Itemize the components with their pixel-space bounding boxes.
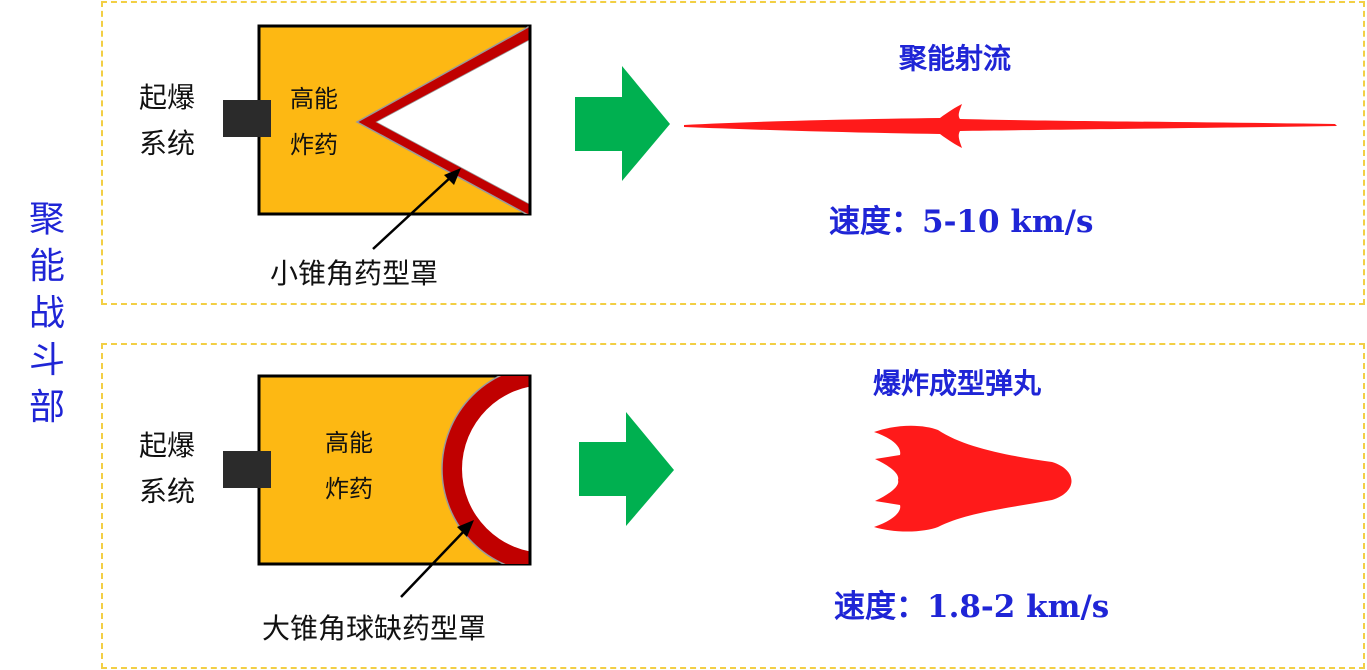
pointer-arrow-icon bbox=[444, 168, 461, 185]
side-title-char: 战 bbox=[28, 293, 65, 334]
liner-label: 大锥角球缺药型罩 bbox=[262, 612, 487, 645]
shaped-jet bbox=[684, 104, 1337, 148]
side-title: 聚 能 战 斗 部 bbox=[24, 196, 70, 431]
shaped-jet-panel bbox=[101, 1, 1365, 305]
charge-label: 高能炸药 bbox=[290, 85, 338, 159]
small-cone-liner bbox=[355, 26, 530, 214]
detonator-label: 起爆系统 bbox=[139, 429, 196, 508]
pointer-arrow-icon bbox=[457, 520, 474, 537]
efp-panel bbox=[101, 343, 1365, 669]
side-title-char: 部 bbox=[28, 387, 65, 428]
result-title: 爆炸成型弹丸 bbox=[873, 367, 1042, 400]
explosively-formed-projectile bbox=[874, 425, 1072, 532]
side-title-char: 能 bbox=[28, 246, 65, 287]
detonator-block-icon bbox=[223, 100, 271, 137]
process-arrow-icon bbox=[579, 412, 674, 526]
liner-label: 小锥角药型罩 bbox=[270, 257, 439, 290]
side-title-char: 斗 bbox=[28, 340, 65, 381]
speed-label: 速度：5-10 km/s bbox=[829, 204, 1094, 240]
speed-label: 速度：1.8-2 km/s bbox=[834, 589, 1110, 625]
detonator-label: 起爆系统 bbox=[139, 81, 196, 160]
side-title-char: 聚 bbox=[28, 199, 65, 240]
detonator-block-icon bbox=[223, 451, 271, 488]
process-arrow-icon bbox=[575, 66, 670, 181]
liner-cavity bbox=[377, 40, 530, 204]
charge-label: 高能炸药 bbox=[325, 429, 373, 503]
liner-cavity bbox=[462, 386, 530, 552]
result-title: 聚能射流 bbox=[899, 42, 1012, 75]
